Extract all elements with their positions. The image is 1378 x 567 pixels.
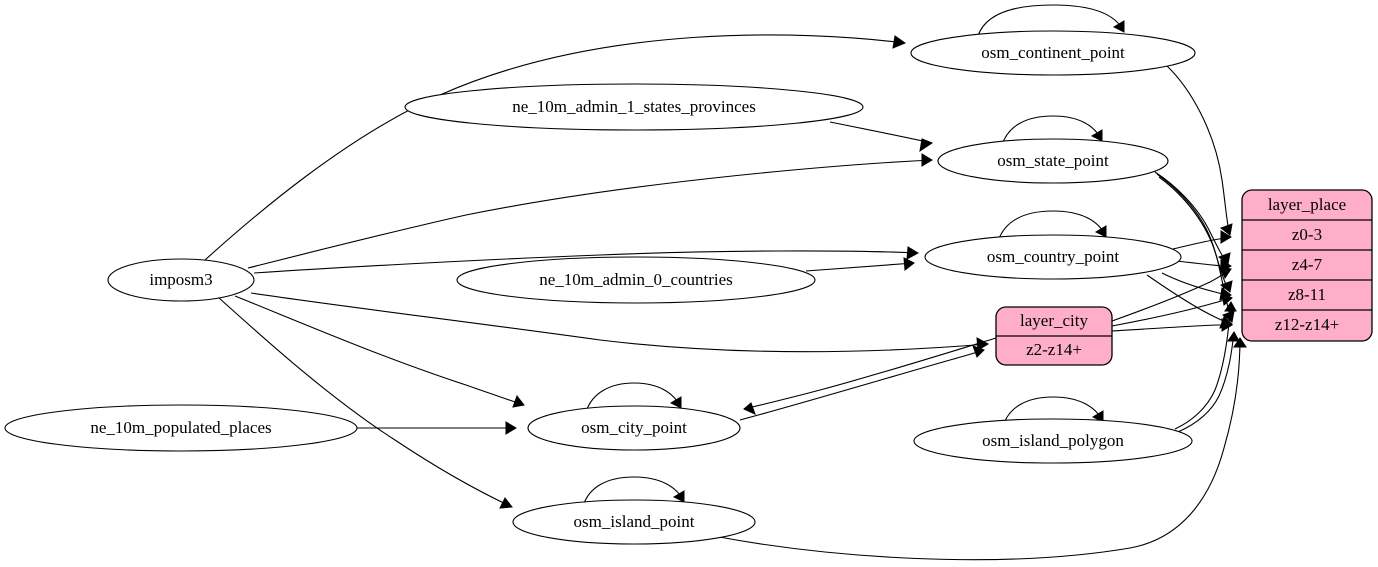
edge-imposm3-to-osm_state_point	[247, 153, 933, 269]
node-imposm3[interactable]: imposm3	[107, 258, 255, 302]
node-osm_city_point[interactable]: osm_city_point	[527, 405, 741, 451]
edge-layer_city-to-layer_place-z12-z14	[1111, 318, 1233, 332]
edge-crossing-to-osm_city_point	[743, 337, 997, 415]
node-layer: imposm3 ne_10m_populated_places ne_10m_a…	[4, 30, 1196, 545]
node-osm_island_polygon[interactable]: osm_island_polygon	[913, 418, 1193, 464]
edge-self-loop-osm_island_polygon	[1002, 396, 1104, 427]
edge-ne_10m_admin_0_countries-to-osm_country_point	[805, 257, 915, 272]
node-osm_state_point[interactable]: osm_state_point	[937, 138, 1169, 184]
edge-self-loop-osm_continent_point	[977, 4, 1125, 37]
edge-osm_continent_point-to-layer_place-z0-3	[1166, 65, 1233, 236]
node-osm_island_point[interactable]: osm_island_point	[512, 499, 756, 545]
edge-osm_country_point-to-layer_place-z0-3	[1172, 230, 1232, 250]
edge-osm_island_polygon-to-layer_place-z8-11	[1174, 301, 1237, 430]
record-node-layer_place[interactable]: layer_place z0-3 z4-7 z8-11 z12-z14+	[1241, 189, 1373, 342]
edge-self-loop-osm_city_point	[585, 382, 682, 413]
edge-imposm3-to-osm_country_point	[253, 246, 920, 274]
edge-imposm3-to-osm_continent_point	[204, 34, 907, 261]
edge-self-loop-osm_country_point	[997, 210, 1107, 242]
edge-ne_10m_populated_places-to-osm_city_point	[357, 421, 517, 435]
edge-ne_10m_admin_1_states_provinces-to-osm_state_point	[829, 121, 934, 153]
edge-osm_island_point-to-layer_place-z12-z14	[713, 337, 1247, 561]
edge-layer	[204, 4, 1247, 561]
edge-osm_country_point-to-layer_place-z8-11	[1161, 272, 1232, 301]
edge-self-loop-osm_state_point	[1001, 115, 1103, 146]
record-node-layer_city[interactable]: layer_city z2-z14+	[995, 306, 1113, 366]
edge-imposm3-to-osm_city_point	[234, 295, 525, 408]
edge-osm_city_point-to-layer_city	[739, 345, 985, 421]
edge-osm_state_point-to-layer_place-z4-7	[1154, 171, 1231, 265]
edge-layer_city-to-layer_place-z8-11	[1111, 292, 1233, 327]
edge-imposm3-to-osm_island_point	[218, 297, 513, 509]
node-osm_country_point[interactable]: osm_country_point	[924, 234, 1182, 280]
edge-osm_island_polygon-to-layer_place-z12-z14	[1177, 331, 1240, 433]
edge-self-loop-osm_island_point	[582, 476, 685, 507]
edge-layer_city-to-layer_place-z4-7	[1111, 266, 1232, 322]
node-ne_10m_admin_0_countries[interactable]: ne_10m_admin_0_countries	[456, 256, 816, 304]
node-ne_10m_admin_1_states_provinces[interactable]: ne_10m_admin_1_states_provinces	[404, 83, 864, 131]
node-ne_10m_populated_places[interactable]: ne_10m_populated_places	[4, 404, 358, 452]
node-osm_continent_point[interactable]: osm_continent_point	[910, 30, 1196, 76]
